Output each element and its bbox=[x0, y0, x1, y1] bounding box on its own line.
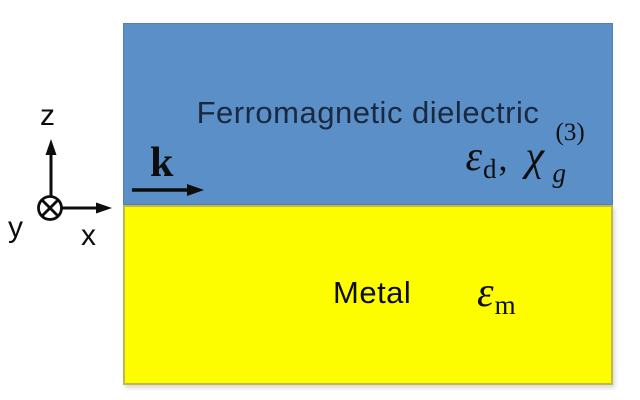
wavevector-group: k bbox=[130, 141, 210, 197]
x-axis-arrowhead-icon bbox=[96, 202, 112, 214]
axes-arrows-graphic bbox=[37, 139, 112, 221]
y-axis-label: y bbox=[8, 211, 23, 244]
chi-superscript: (3) bbox=[555, 119, 585, 146]
epsilon-d-symbol: ε bbox=[465, 134, 483, 180]
wavevector-symbol: k bbox=[150, 140, 174, 186]
chi-symbol: χ bbox=[525, 134, 544, 180]
x-axis-label: x bbox=[81, 219, 96, 252]
separator-comma: , bbox=[498, 138, 508, 178]
epsilon-m-symbol: ε bbox=[477, 270, 494, 316]
z-axis-label: z bbox=[40, 99, 55, 132]
chi-subscript: g bbox=[552, 158, 567, 188]
epsilon-m-subscript: m bbox=[494, 290, 516, 320]
dielectric-layer-label: Ferromagnetic dielectric bbox=[196, 95, 540, 130]
metal-layer-label: Metal bbox=[333, 275, 412, 310]
chi-symbol-group: χ (3) g bbox=[525, 120, 586, 187]
y-cross-line-2 bbox=[41, 199, 59, 217]
z-axis-arrowhead-icon bbox=[45, 139, 57, 155]
y-into-page-icon bbox=[37, 195, 63, 221]
wavevector-arrow-icon bbox=[132, 184, 204, 196]
epsilon-d-subscript: d bbox=[483, 154, 497, 184]
coordinate-axes: z y x bbox=[0, 98, 130, 268]
